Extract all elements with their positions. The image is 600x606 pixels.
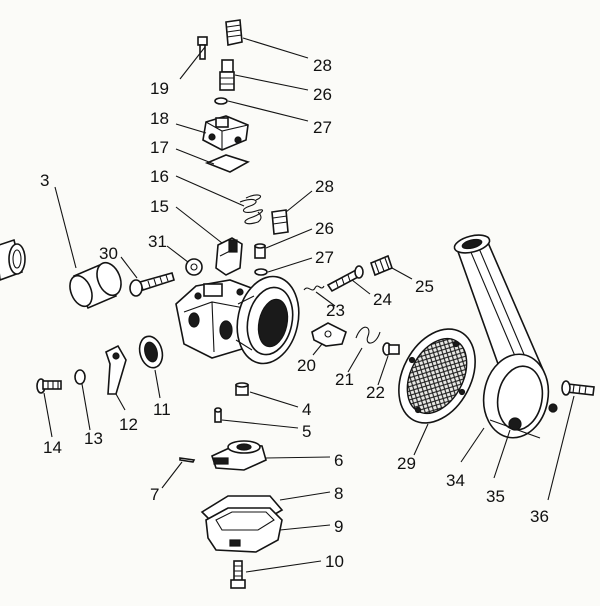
callout-10: 10: [325, 552, 344, 571]
part-3-ring: [69, 261, 122, 310]
callout-26: 26: [313, 85, 332, 104]
part-17-gasket: [204, 154, 251, 173]
part-35-fitting: [508, 403, 558, 431]
callout-34: 34: [446, 471, 465, 490]
part-27-washer: [214, 97, 228, 105]
callout-28: 28: [313, 56, 332, 75]
callout-8: 8: [334, 484, 343, 503]
part-22-screw: [382, 342, 400, 356]
part-27-washer-lower: [254, 268, 268, 276]
callout-29: 29: [397, 454, 416, 473]
part-36-bolt: [561, 380, 595, 396]
callout-35: 35: [486, 487, 505, 506]
callout-27: 27: [313, 118, 332, 137]
callout-24: 24: [373, 290, 392, 309]
part-30-bolt: [129, 272, 175, 297]
part-13-washer: [74, 369, 86, 385]
callout-22: 22: [366, 383, 385, 402]
callout-16: 16: [150, 167, 169, 186]
callout-3: 3: [40, 171, 49, 190]
callout-31: 31: [148, 232, 167, 251]
callout-6: 6: [334, 451, 343, 470]
callout-9: 9: [334, 517, 343, 536]
part-28-cap-nut: [225, 19, 243, 46]
part-28-cap: [271, 209, 289, 235]
part-18-cover: [202, 115, 249, 151]
callout-11: 11: [153, 400, 171, 419]
part-edge-ring: [0, 238, 26, 281]
part-12-lever: [105, 344, 127, 395]
callout-labels: 28 19 26 18 27 17 16 28 3 15 26 31 30 27…: [40, 56, 549, 571]
callout-13: 13: [84, 429, 103, 448]
part-24-needle-screw: [326, 265, 364, 293]
part-7-pin: [179, 457, 196, 463]
callout-26-lower: 26: [315, 219, 334, 238]
callout-27-lower: 27: [315, 248, 334, 267]
part-29-air-filter: [398, 328, 476, 424]
callout-4: 4: [302, 400, 311, 419]
callout-20: 20: [297, 356, 316, 375]
callout-14: 14: [43, 438, 62, 457]
part-21-spring-clip: [355, 326, 381, 344]
callout-17: 17: [150, 138, 169, 157]
part-34-intake-housing: [453, 234, 550, 439]
callout-30: 30: [99, 244, 118, 263]
part-23-spring: [303, 285, 325, 291]
part-14-screw: [36, 378, 62, 394]
part-9-float-bowl: [205, 507, 283, 553]
part-20-lever: [311, 322, 347, 347]
callout-5: 5: [302, 422, 311, 441]
callout-36: 36: [530, 507, 549, 526]
part-6-float: [211, 440, 267, 471]
callout-12: 12: [119, 415, 138, 434]
carburettor-bell-mouth: [235, 275, 300, 365]
part-16-spring: [239, 194, 264, 225]
part-10-bolt: [230, 560, 246, 589]
callout-19: 19: [150, 79, 169, 98]
part-5-needle: [214, 407, 222, 423]
part-11-disc: [138, 335, 164, 369]
callout-23: 23: [326, 301, 345, 320]
part-26-adjuster: [219, 59, 235, 91]
part-19-screw: [197, 36, 208, 60]
callout-28-lower: 28: [315, 177, 334, 196]
part-4-nut: [235, 382, 249, 396]
part-25-knurled-nut: [370, 254, 393, 277]
callout-25: 25: [415, 277, 434, 296]
callout-21: 21: [335, 370, 354, 389]
callout-15: 15: [150, 197, 169, 216]
callout-18: 18: [150, 109, 169, 128]
part-26-jet: [254, 243, 266, 259]
part-15-valve-block: [215, 237, 243, 276]
callout-7: 7: [150, 485, 159, 504]
leader-lines: [43, 37, 575, 573]
part-31-nut: [185, 258, 203, 276]
